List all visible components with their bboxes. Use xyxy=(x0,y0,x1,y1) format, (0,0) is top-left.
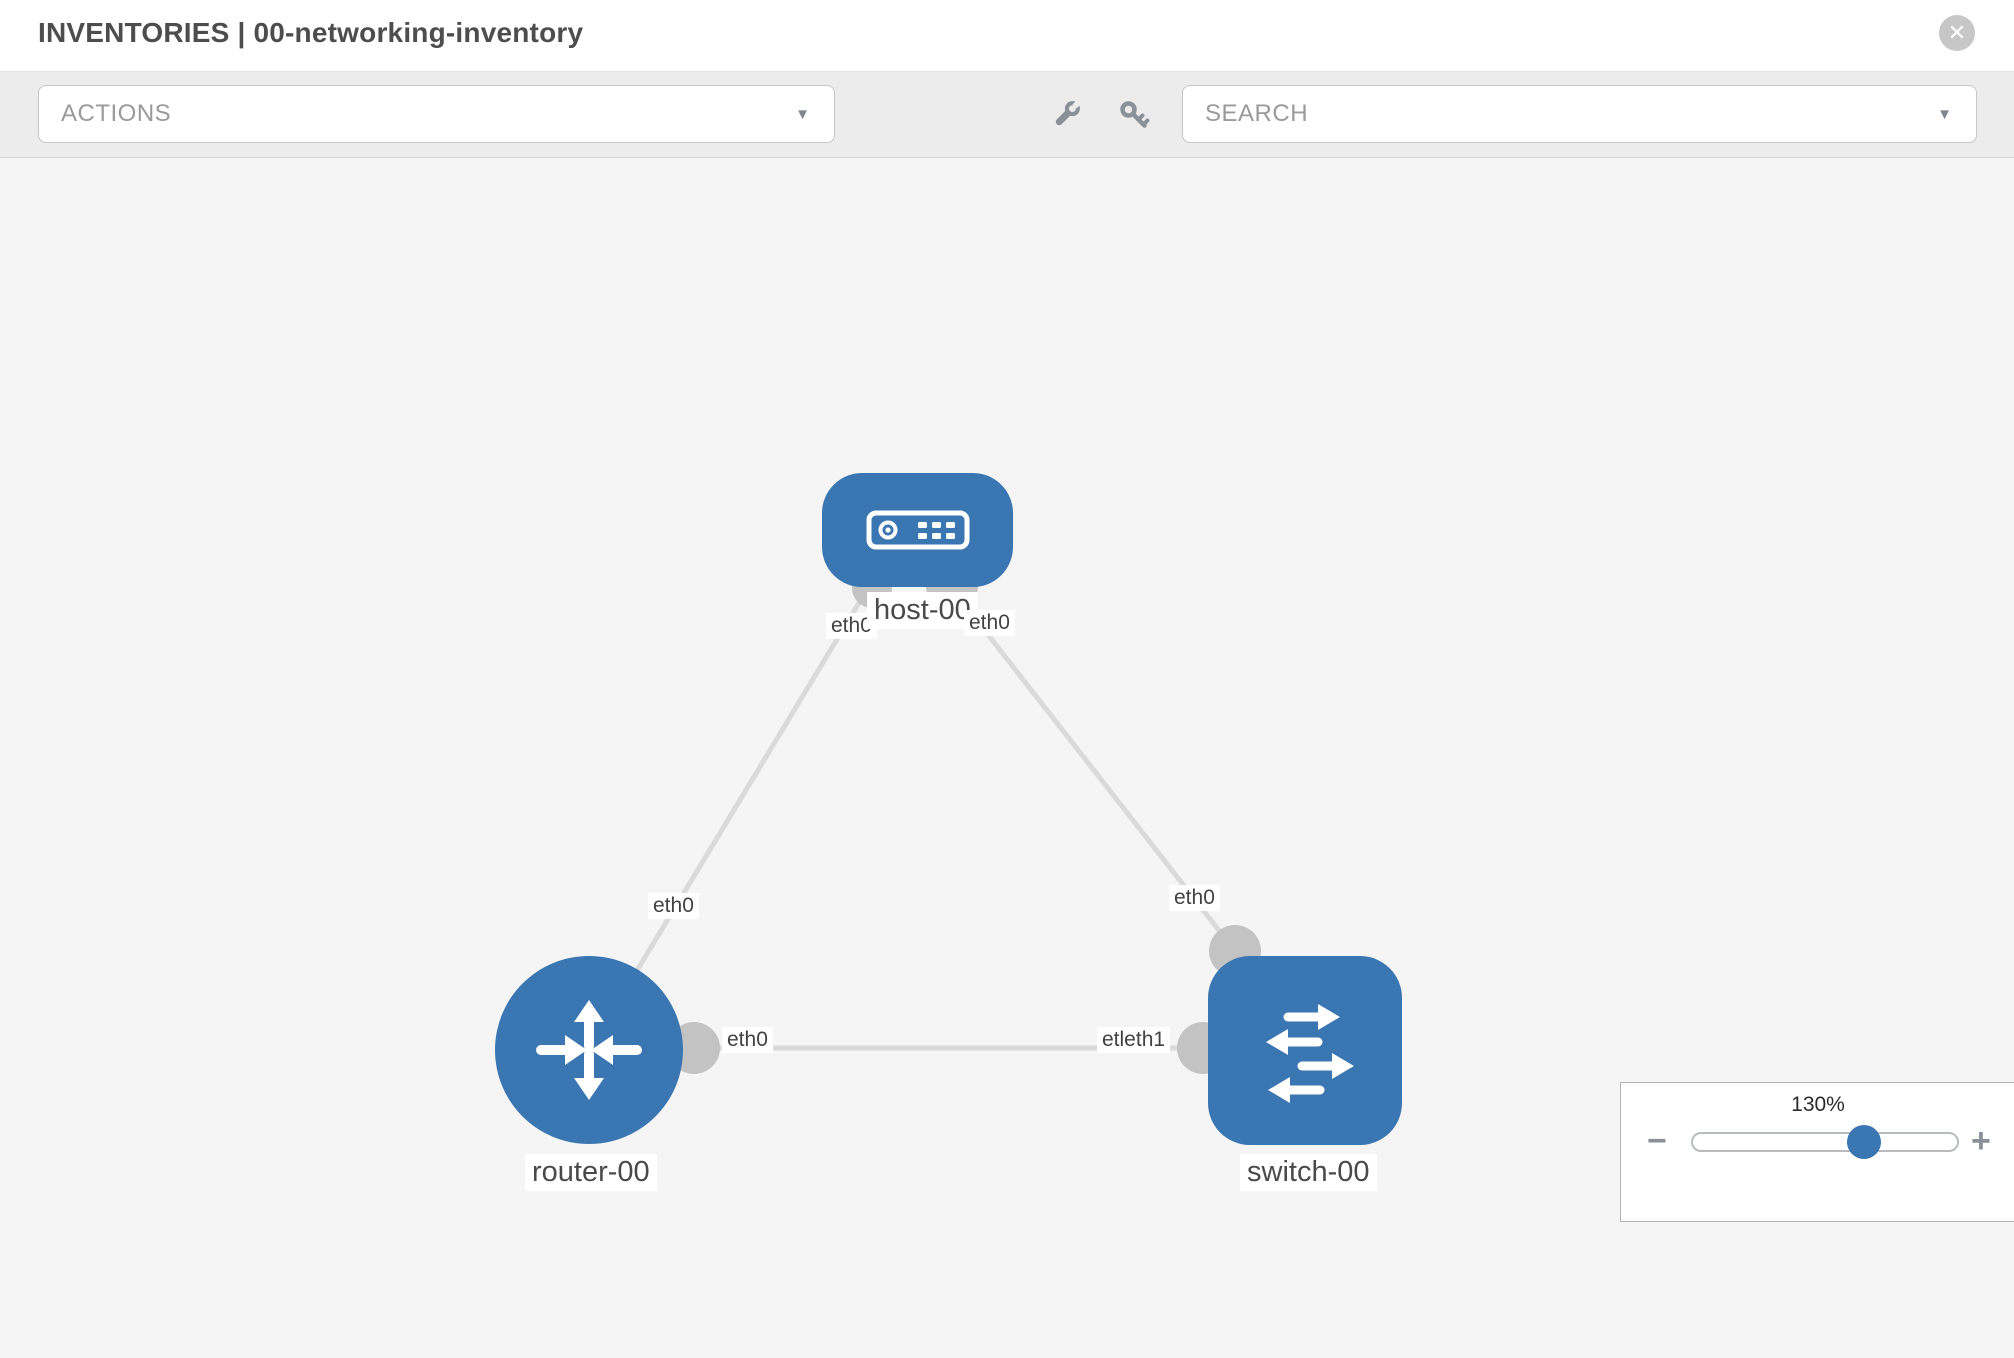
wrench-icon[interactable] xyxy=(1048,97,1084,133)
caret-down-icon: ▼ xyxy=(795,105,810,123)
zoom-level-readout: 130% xyxy=(1791,1093,1845,1116)
interface-label: eth0 xyxy=(1169,885,1220,911)
topology-canvas[interactable]: eth0 host-00 eth0 eth0 eth0 eth0 etleth1… xyxy=(0,158,2014,1200)
interface-label: etleth1 xyxy=(1097,1027,1171,1053)
node-label-host: host-00 xyxy=(867,592,978,629)
zoom-slider-track[interactable] xyxy=(1691,1132,1959,1152)
page-title: INVENTORIES | 00-networking-inventory xyxy=(38,17,584,48)
key-icon[interactable] xyxy=(1116,97,1152,133)
search-dropdown-label: SEARCH xyxy=(1205,100,1309,127)
interface-label: eth0 xyxy=(722,1027,773,1053)
toolbar: ACTIONS ▼ SEARCH ▼ xyxy=(0,72,2014,158)
interface-label: eth0 xyxy=(648,893,699,919)
node-router-00[interactable] xyxy=(495,956,683,1144)
zoom-in-button[interactable]: + xyxy=(1971,1122,1991,1160)
router-icon xyxy=(536,1000,642,1100)
actions-dropdown[interactable]: ACTIONS ▼ xyxy=(38,85,835,143)
host-icon xyxy=(866,510,969,550)
node-host-00[interactable] xyxy=(822,473,1013,587)
header-bar: INVENTORIES | 00-networking-inventory ✕ xyxy=(0,0,2014,72)
zoom-out-button[interactable]: − xyxy=(1647,1122,1667,1160)
switch-icon xyxy=(1266,1003,1354,1103)
interface-label: eth0 xyxy=(964,610,1015,636)
node-switch-00[interactable] xyxy=(1208,956,1402,1145)
actions-dropdown-label: ACTIONS xyxy=(61,100,172,127)
close-icon: ✕ xyxy=(1947,20,1967,45)
caret-down-icon: ▼ xyxy=(1937,105,1952,123)
zoom-panel: 130% − + xyxy=(1620,1082,2014,1222)
node-label-router: router-00 xyxy=(525,1154,657,1191)
node-label-switch: switch-00 xyxy=(1240,1154,1377,1191)
zoom-slider-thumb[interactable] xyxy=(1847,1125,1881,1159)
search-dropdown[interactable]: SEARCH ▼ xyxy=(1182,85,1977,143)
close-button[interactable]: ✕ xyxy=(1939,15,1975,51)
